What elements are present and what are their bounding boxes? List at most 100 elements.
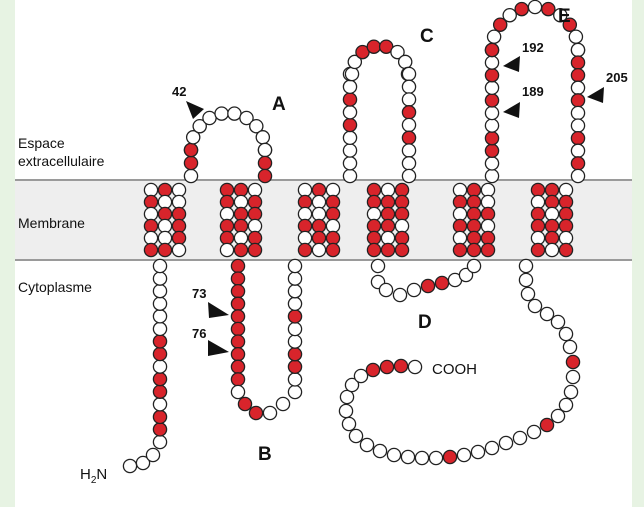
residue-bead-red <box>231 259 244 272</box>
residue-bead-white <box>144 183 157 196</box>
residue-bead-red <box>231 335 244 348</box>
label-membrane: Membrane <box>18 215 85 231</box>
residue-bead-white <box>531 231 544 244</box>
residue-bead-red <box>380 360 393 373</box>
residue-bead-red <box>381 207 394 220</box>
residue-bead-red <box>298 243 311 256</box>
residue-bead-red <box>395 195 408 208</box>
residue-bead-white <box>402 144 415 157</box>
residue-bead-white <box>402 93 415 106</box>
residue-bead-white <box>545 243 558 256</box>
residue-bead-red <box>367 231 380 244</box>
residue-bead-red <box>326 207 339 220</box>
residue-bead-red <box>545 231 558 244</box>
residue-bead-red <box>248 231 261 244</box>
residue-bead-white <box>158 231 171 244</box>
residue-bead-red <box>453 195 466 208</box>
residue-bead-white <box>342 417 355 430</box>
residue-bead-white <box>256 131 269 144</box>
residue-bead-white <box>340 390 353 403</box>
residue-bead-white <box>298 207 311 220</box>
residue-bead-white <box>288 373 301 386</box>
loop-label-b: B <box>258 444 272 465</box>
residue-bead-white <box>153 272 166 285</box>
residue-bead-white <box>453 207 466 220</box>
residue-bead-red <box>367 219 380 232</box>
residue-bead-white <box>349 429 362 442</box>
residue-bead-white <box>298 183 311 196</box>
marker-73: 73 <box>192 286 229 318</box>
residue-bead-red <box>312 231 325 244</box>
label-extracellular-line1: Espace <box>18 135 65 151</box>
residue-bead-red <box>453 243 466 256</box>
residue-bead-white <box>343 169 356 182</box>
marker-73-number: 73 <box>192 286 206 301</box>
residue-bead-white <box>513 431 526 444</box>
residue-bead-red <box>367 183 380 196</box>
residue-bead-red <box>402 131 415 144</box>
loop-label-d: D <box>418 312 432 333</box>
residue-bead-red <box>402 106 415 119</box>
residue-bead-red <box>485 132 498 145</box>
residue-bead-white <box>153 435 166 448</box>
residue-bead-red <box>248 207 261 220</box>
residue-bead-red <box>249 406 262 419</box>
residue-bead-white <box>401 450 414 463</box>
residue-bead-white <box>234 195 247 208</box>
residue-bead-red <box>231 310 244 323</box>
residue-bead-red <box>395 243 408 256</box>
residue-bead-white <box>184 169 197 182</box>
residue-bead-white <box>471 445 484 458</box>
residue-bead-white <box>559 231 572 244</box>
residue-bead-red <box>153 410 166 423</box>
residue-bead-white <box>527 425 540 438</box>
residue-bead-white <box>153 285 166 298</box>
residue-bead-red <box>381 219 394 232</box>
residue-bead-white <box>485 441 498 454</box>
residue-bead-red <box>234 243 247 256</box>
residue-bead-white <box>146 448 159 461</box>
residue-bead-white <box>395 219 408 232</box>
loop-label-c: C <box>420 26 434 47</box>
residue-bead-red <box>234 219 247 232</box>
residue-bead-red <box>231 272 244 285</box>
marker-205-number: 205 <box>606 70 628 85</box>
residue-bead-white <box>402 67 415 80</box>
residue-bead-white <box>288 322 301 335</box>
residue-bead-red <box>571 69 584 82</box>
label-extracellular-line2: extracellulaire <box>18 153 105 169</box>
residue-bead-white <box>571 144 584 157</box>
residue-bead-red <box>542 3 555 16</box>
residue-bead-red <box>515 3 528 16</box>
residue-bead-red <box>467 195 480 208</box>
residue-bead-white <box>153 398 166 411</box>
residue-bead-white <box>564 385 577 398</box>
residue-bead-red <box>566 355 579 368</box>
label-cytoplasm: Cytoplasme <box>18 279 92 295</box>
residue-bead-white <box>153 322 166 335</box>
residue-bead-white <box>354 369 367 382</box>
residue-bead-white <box>499 436 512 449</box>
residue-bead-red <box>298 219 311 232</box>
residue-bead-red <box>184 156 197 169</box>
residue-bead-white <box>158 219 171 232</box>
residue-bead-white <box>429 451 442 464</box>
residue-bead-white <box>528 299 541 312</box>
residue-bead-white <box>343 80 356 93</box>
residue-bead-white <box>203 111 216 124</box>
residue-bead-white <box>326 183 339 196</box>
residue-bead-white <box>457 448 470 461</box>
residue-bead-white <box>551 315 564 328</box>
residue-bead-red <box>395 207 408 220</box>
residue-bead-white <box>488 30 501 43</box>
residue-bead-white <box>571 43 584 56</box>
residue-bead-white <box>571 81 584 94</box>
residue-bead-red <box>485 144 498 157</box>
residue-bead-red <box>531 207 544 220</box>
n-terminus-label: H2N <box>80 466 107 486</box>
residue-bead-red <box>231 373 244 386</box>
residue-bead-red <box>467 183 480 196</box>
marker-76-number: 76 <box>192 326 206 341</box>
residue-bead-red <box>220 195 233 208</box>
residue-bead-white <box>248 219 261 232</box>
